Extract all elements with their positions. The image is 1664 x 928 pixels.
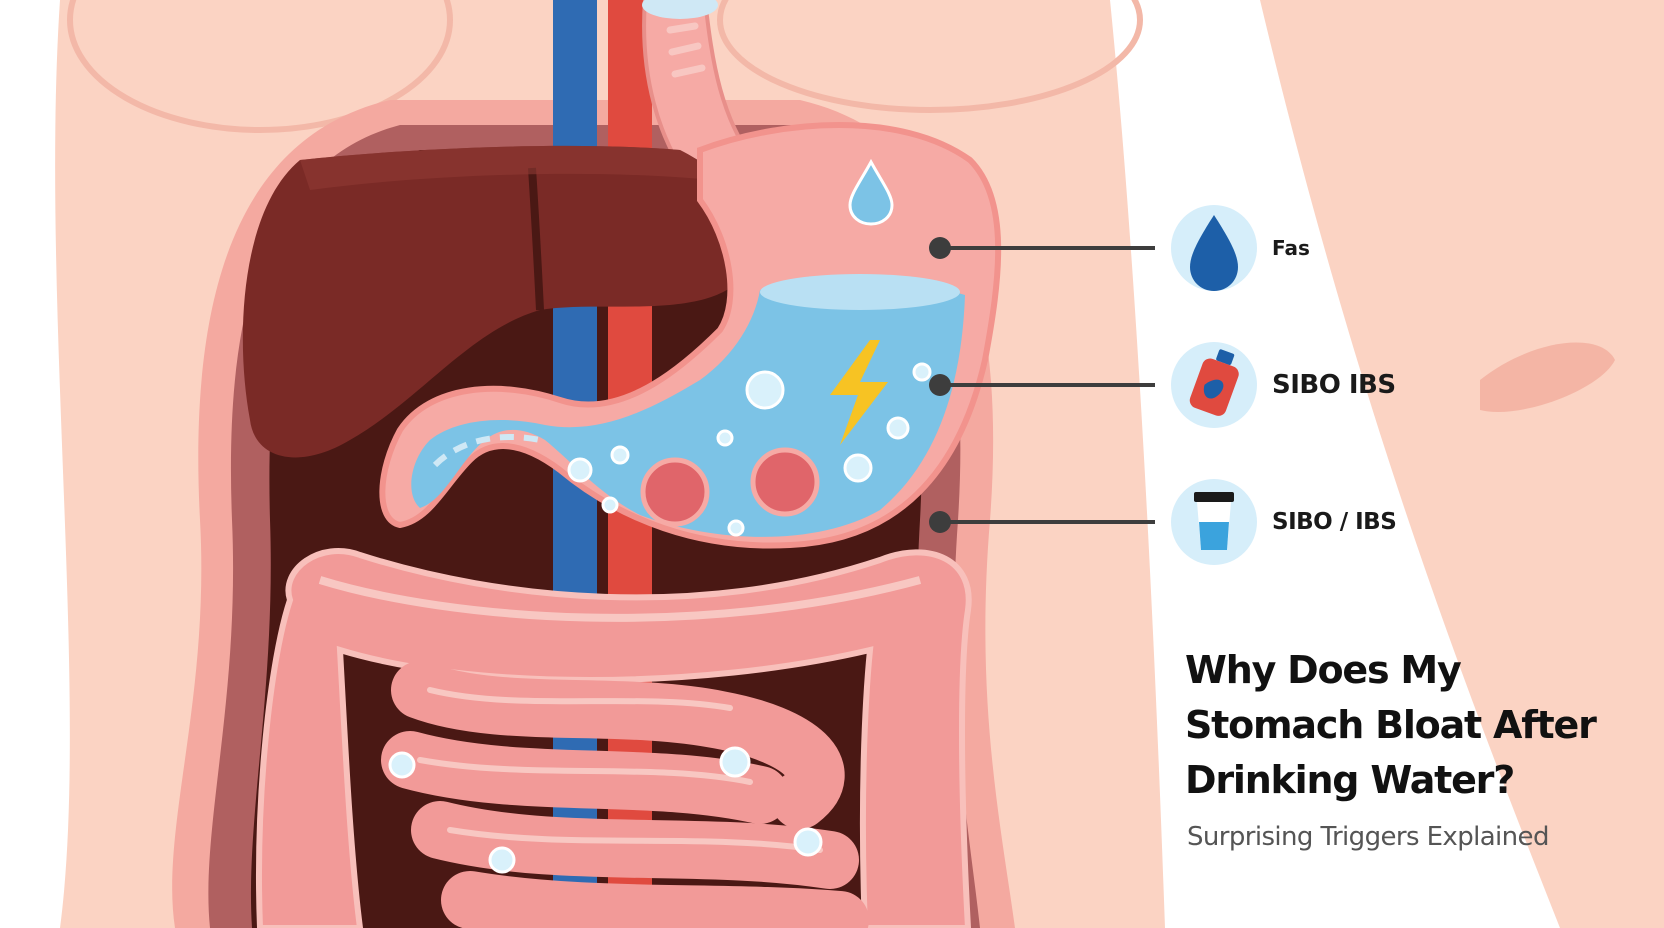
large-intestine — [256, 548, 972, 928]
small-intestine — [381, 661, 869, 928]
liver — [242, 145, 752, 458]
callout-pointers — [940, 246, 1155, 524]
page-title: Why Does My Stomach Bloat After Drinking… — [1185, 648, 1597, 802]
stomach — [379, 122, 1002, 549]
callout-anchor-dots — [929, 237, 951, 533]
water-drop-icon — [1171, 205, 1257, 291]
callout-label-1: Fas — [1272, 236, 1310, 260]
callout-label-3: SIBO / IBS — [1272, 509, 1397, 535]
small-water-drop-icon — [848, 158, 894, 226]
callout-label-2: SIBO IBS — [1272, 370, 1396, 400]
cup-icon — [1171, 479, 1257, 565]
bottle-icon — [1171, 342, 1257, 428]
page-subtitle: Surprising Triggers Explained — [1187, 822, 1549, 852]
lightning-bolt-icon — [830, 340, 888, 445]
stomach-water — [411, 277, 965, 537]
